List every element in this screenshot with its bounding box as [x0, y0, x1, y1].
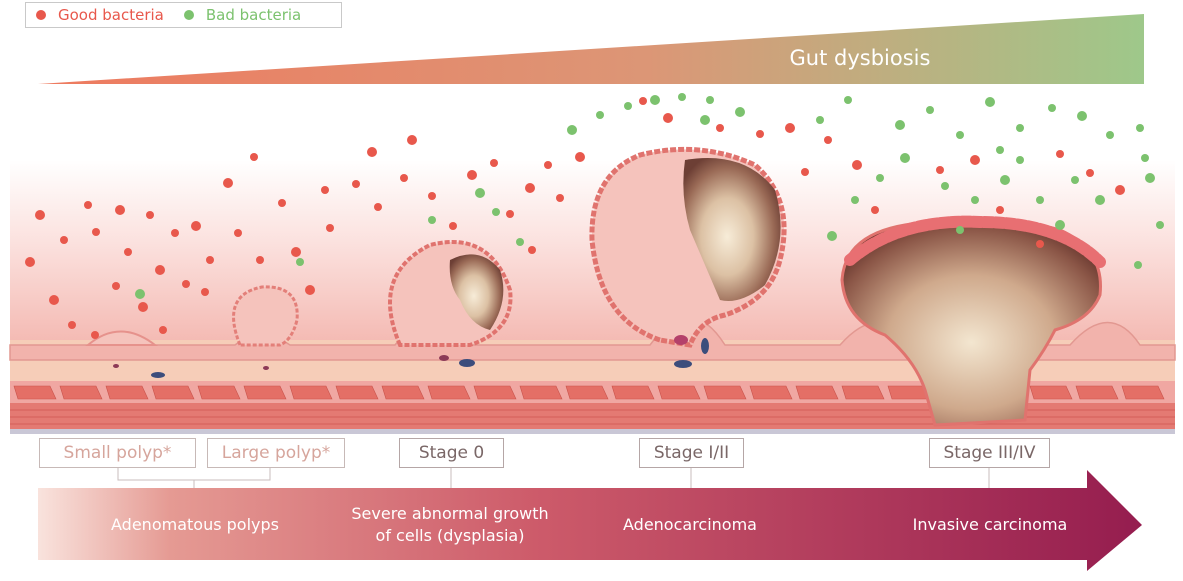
large-polyp-shape — [232, 285, 299, 347]
bad-bacteria-label: Bad bacteria — [205, 6, 302, 24]
immune-cells — [113, 335, 709, 378]
phase-dysplasia-line1: Severe abnormal growth — [351, 504, 549, 523]
connector-lines — [117, 468, 990, 490]
bacteria-good — [25, 97, 1125, 339]
legend: Good bacteria Bad bacteria — [25, 2, 342, 28]
stage0-dysplasia — [449, 254, 504, 330]
stage-0-label: Stage 0 — [399, 438, 504, 468]
small-polyp-label: Small polyp* — [39, 438, 196, 468]
good-bacteria-label: Good bacteria — [58, 6, 164, 24]
phase-invasive-carcinoma: Invasive carcinoma — [912, 515, 1068, 534]
phase-dysplasia-line2: of cells (dysplasia) — [375, 526, 525, 545]
bacteria-bad — [135, 93, 1164, 299]
cell-row — [13, 385, 1165, 400]
dysbiosis-gradient-bar — [38, 14, 1144, 84]
stage-3-4-label: Stage III/IV — [929, 438, 1050, 468]
large-polyp-label: Large polyp* — [207, 438, 345, 468]
stage12-carcinoma — [683, 158, 781, 301]
dysbiosis-label: Gut dysbiosis — [789, 46, 931, 70]
phase-adenomatous-polyps: Adenomatous polyps — [111, 515, 279, 534]
stage-1-2-label: Stage I/II — [639, 438, 744, 468]
phase-adenocarcinoma: Adenocarcinoma — [623, 515, 757, 534]
small-polyp-shape — [85, 330, 158, 346]
progression-arrow — [38, 470, 1142, 571]
good-bacteria-dot-icon — [36, 10, 46, 20]
bad-bacteria-dot-icon — [183, 10, 194, 20]
phase-dysplasia: Severe abnormal growth of cells (dysplas… — [330, 490, 570, 560]
